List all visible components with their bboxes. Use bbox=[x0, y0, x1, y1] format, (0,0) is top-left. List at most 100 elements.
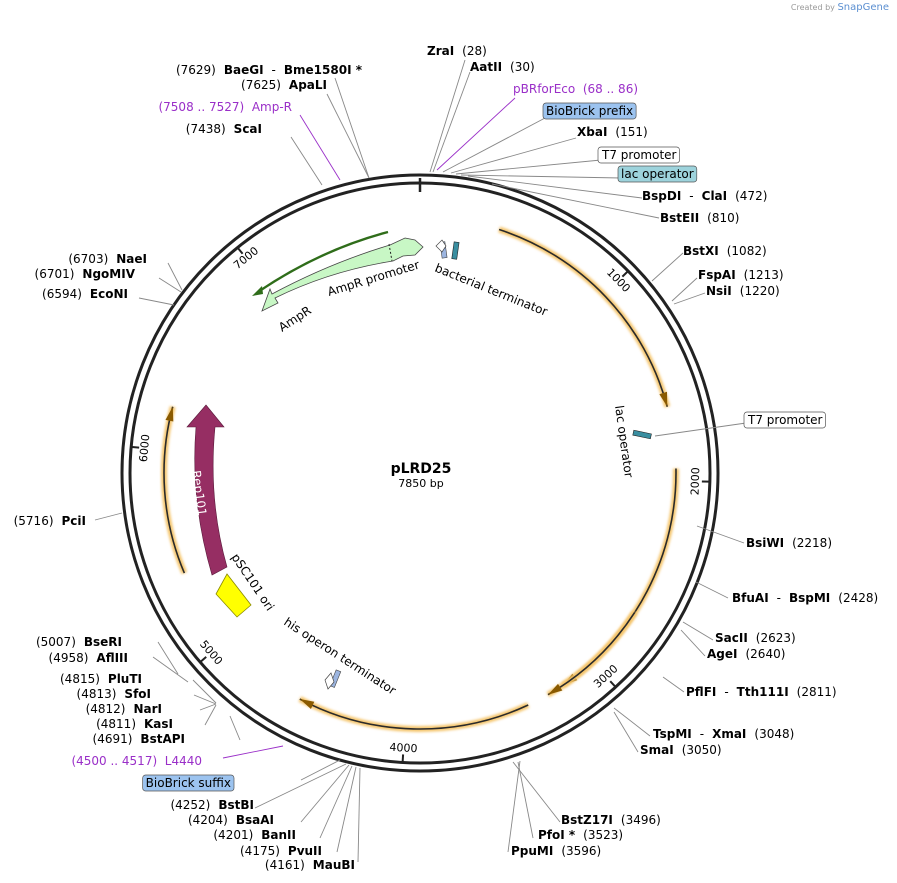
enzyme-name: NgoMIV bbox=[78, 267, 135, 281]
enzyme-name: NaeI bbox=[112, 252, 147, 266]
site-position: T7 promoter bbox=[747, 413, 823, 427]
site-position: T7 promoter bbox=[601, 148, 677, 162]
restriction-site-label: (4811) KasI bbox=[96, 717, 173, 731]
restriction-site-label: BsiWI (2218) bbox=[746, 536, 832, 550]
enzyme-name: BstAPI bbox=[136, 732, 185, 746]
site-position: lac operator bbox=[621, 167, 694, 181]
enzyme-name: BaeGI bbox=[220, 63, 268, 77]
restriction-site-label: (6701) NgoMIV bbox=[35, 267, 136, 281]
enzyme-name: BstZ17I bbox=[561, 813, 617, 827]
restriction-site-label: (4201) BanII bbox=[213, 828, 296, 842]
enzyme-name: PflFI bbox=[686, 685, 721, 699]
site-leader-line bbox=[651, 252, 684, 282]
restriction-site-label: PpuMI (3596) bbox=[511, 844, 601, 858]
site-position: (1213) bbox=[740, 268, 784, 282]
site-position: (5007) bbox=[36, 635, 80, 649]
his-terminator-arrow-mark bbox=[324, 672, 335, 690]
enzyme-name: BfuAI bbox=[732, 591, 773, 605]
site-position: (3496) bbox=[617, 813, 661, 827]
site-position: - bbox=[685, 189, 697, 203]
site-leader-line bbox=[613, 707, 651, 737]
feature-box-label: BioBrick prefix bbox=[546, 104, 633, 118]
ampr-label: AmpR bbox=[276, 303, 314, 334]
restriction-site-label: (4812) NarI bbox=[86, 702, 162, 716]
site-leader-line bbox=[336, 766, 357, 853]
site-leader-line bbox=[222, 745, 284, 759]
site-position: (6703) bbox=[68, 252, 112, 266]
feature-box bbox=[617, 165, 698, 183]
site-leader-line bbox=[467, 175, 643, 199]
feature-box-label: T7 promoter bbox=[601, 148, 677, 162]
enzyme-name: BstXI bbox=[683, 244, 723, 258]
site-leader-line bbox=[94, 512, 123, 521]
site-leader-line bbox=[157, 641, 179, 675]
rep101-arrow bbox=[186, 404, 228, 576]
enzyme-name: PluTI bbox=[104, 672, 142, 686]
feature-box bbox=[743, 411, 826, 429]
site-position: (3048) bbox=[751, 727, 795, 741]
site-position: (4815) bbox=[60, 672, 104, 686]
enzyme-name: MauBI bbox=[309, 858, 355, 872]
credit-prefix: Created by bbox=[790, 3, 835, 12]
site-position: (4812) bbox=[86, 702, 130, 716]
site-position: (810) bbox=[703, 211, 739, 225]
orf-arc-4-head bbox=[299, 699, 315, 710]
feature-box bbox=[542, 102, 637, 120]
restriction-site-label: BstXI (1082) bbox=[683, 244, 767, 258]
enzyme-name: NarI bbox=[129, 702, 162, 716]
site-position: pBRforEco bbox=[513, 82, 579, 96]
enzyme-name: BsaAI bbox=[232, 813, 274, 827]
ampr-promoter-divider bbox=[388, 243, 393, 262]
restriction-site-label: (6703) NaeI bbox=[68, 252, 147, 266]
site-leader-line bbox=[682, 621, 714, 641]
site-position: (4813) bbox=[77, 687, 121, 701]
enzyme-name: SmaI bbox=[640, 743, 678, 757]
site-position: (4161) bbox=[265, 858, 309, 872]
enzyme-name: SacII bbox=[715, 631, 752, 645]
site-position: (6701) bbox=[35, 267, 79, 281]
restriction-site-label: SacII (2623) bbox=[715, 631, 796, 645]
restriction-site-label: BfuAI - BspMI (2428) bbox=[732, 591, 878, 605]
site-position: - bbox=[721, 685, 733, 699]
site-position: - bbox=[696, 727, 708, 741]
restriction-site-label: XbaI (151) bbox=[577, 125, 648, 139]
enzyme-name: EcoNI bbox=[86, 287, 128, 301]
orf-arc-5-head bbox=[165, 406, 174, 422]
orf-arc-1-glow bbox=[498, 226, 671, 408]
site-position: (3596) bbox=[558, 844, 602, 858]
site-leader-line bbox=[204, 704, 217, 726]
orf-arc-1 bbox=[498, 228, 669, 407]
site-position: (7508 .. 7527) bbox=[158, 100, 248, 114]
lac-operator-mark-top bbox=[451, 241, 460, 260]
site-leader-line bbox=[517, 761, 534, 839]
enzyme-name: BstEII bbox=[660, 211, 703, 225]
restriction-site-label: SmaI (3050) bbox=[640, 743, 722, 757]
site-position: (2218) bbox=[788, 536, 832, 550]
site-position: - bbox=[773, 591, 785, 605]
site-position: (4958) bbox=[49, 651, 93, 665]
site-leader-line bbox=[436, 97, 516, 171]
site-position: (30) bbox=[506, 60, 534, 74]
plasmid-name: pLRD25 bbox=[391, 461, 452, 477]
restriction-site-label: (6594) EcoNI bbox=[42, 287, 128, 301]
rep101-label: Rep101 bbox=[189, 469, 209, 516]
orf-arc-3-head bbox=[548, 683, 563, 695]
site-position: (7629) bbox=[176, 63, 220, 77]
enzyme-name: XbaI bbox=[577, 125, 612, 139]
orf-arc-1-head bbox=[659, 391, 668, 407]
enzyme-name: ClaI bbox=[697, 189, 731, 203]
site-leader-line bbox=[199, 703, 217, 711]
restriction-site-label: (4175) PvuII bbox=[240, 844, 322, 858]
restriction-site-label: (7625) ApaLI bbox=[241, 78, 327, 92]
feature-label: pBRforEco (68 .. 86) bbox=[513, 82, 638, 96]
enzyme-name: PvuII bbox=[284, 844, 322, 858]
restriction-site-label: NsiI (1220) bbox=[706, 284, 780, 298]
site-leader-line bbox=[442, 117, 546, 173]
restriction-site-label: AatII (30) bbox=[470, 60, 535, 74]
site-position: (4811) bbox=[96, 717, 140, 731]
site-position: (2623) bbox=[752, 631, 796, 645]
bacterial-terminator-label: bacterial terminator bbox=[433, 261, 550, 319]
tick-label: 6000 bbox=[137, 434, 152, 463]
backbone-outer-ring bbox=[120, 173, 720, 773]
